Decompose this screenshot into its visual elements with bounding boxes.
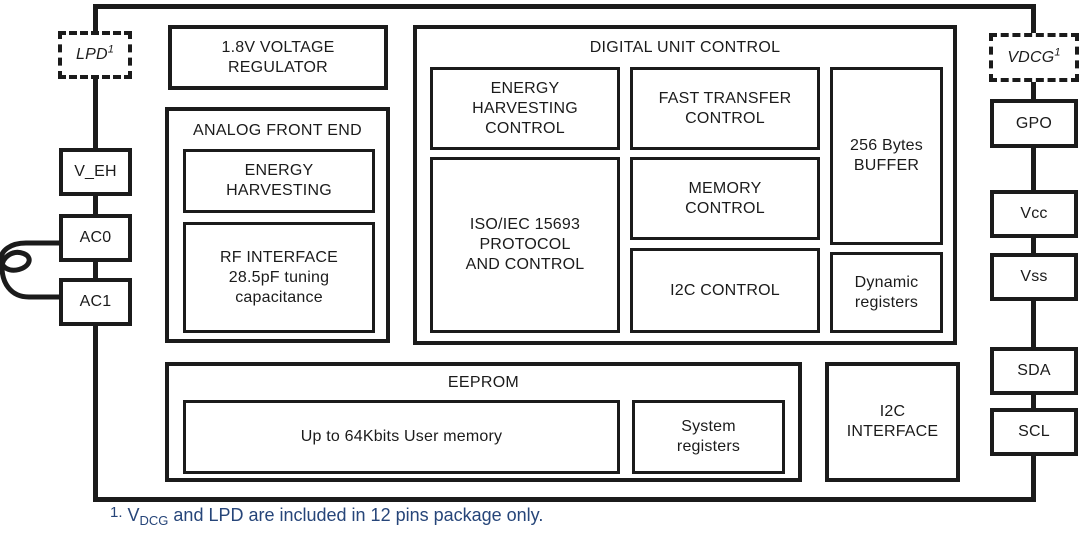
rf-interface-label: RF INTERFACE 28.5pF tuning capacitance: [220, 248, 338, 306]
pin-lpd: LPD1: [58, 31, 132, 79]
pin-scl: SCL: [990, 408, 1078, 456]
energy-harvesting-block: ENERGY HARVESTING: [183, 149, 375, 213]
pin-gpo: GPO: [990, 99, 1078, 148]
pin-lpd-label: LPD: [75, 46, 108, 63]
iso-protocol-block: ISO/IEC 15693 PROTOCOL AND CONTROL: [430, 157, 620, 333]
pin-vcc: Vcc: [990, 190, 1078, 238]
iso-protocol-label: ISO/IEC 15693 PROTOCOL AND CONTROL: [465, 216, 585, 273]
pin-vdcg-footnote-ref: 1: [1054, 46, 1061, 59]
system-registers-block: System registers: [632, 400, 785, 474]
pin-ac0: AC0: [59, 214, 132, 262]
pin-vcc-label: Vcc: [1020, 205, 1048, 222]
dynamic-registers-label: Dynamic registers: [854, 273, 919, 311]
pin-gpo-label: GPO: [1015, 114, 1053, 132]
pin-ac0-label: AC0: [79, 229, 112, 246]
footnote-marker: 1.: [110, 504, 123, 521]
buffer-label: 256 Bytes BUFFER: [850, 137, 923, 174]
digital-unit-control-title: DIGITAL UNIT CONTROL: [589, 39, 781, 56]
pin-ac1: AC1: [59, 278, 132, 326]
user-memory-block: Up to 64Kbits User memory: [183, 400, 620, 474]
i2c-interface-block: I2C INTERFACE: [825, 362, 960, 482]
rf-interface-block: RF INTERFACE 28.5pF tuning capacitance: [183, 222, 375, 333]
energy-harvesting-control-block: ENERGY HARVESTING CONTROL: [430, 67, 620, 150]
i2c-control-label: I2C CONTROL: [670, 281, 780, 299]
pin-sda: SDA: [990, 347, 1078, 395]
pin-v-eh-label: V_EH: [74, 163, 117, 180]
pin-sda-label: SDA: [1017, 362, 1051, 379]
pin-vss: Vss: [990, 253, 1078, 301]
pin-v-eh: V_EH: [59, 148, 132, 196]
pin-lpd-footnote-ref: 1: [107, 43, 115, 56]
eeprom-title: EEPROM: [447, 374, 520, 391]
fast-transfer-control-label: FAST TRANSFER CONTROL: [658, 89, 792, 127]
memory-control-label: MEMORY CONTROL: [685, 179, 765, 217]
pin-ac1-label: AC1: [79, 293, 112, 310]
energy-harvesting-label: ENERGY HARVESTING: [226, 162, 332, 199]
footnote-subscript: DCG: [139, 513, 169, 528]
analog-front-end-title: ANALOG FRONT END: [193, 122, 362, 139]
user-memory-label: Up to 64Kbits User memory: [300, 428, 503, 445]
footnote: 1. VDCG and LPD are included in 12 pins …: [110, 504, 810, 528]
pin-scl-label: SCL: [1018, 423, 1050, 440]
buffer-block: 256 Bytes BUFFER: [830, 67, 943, 245]
memory-control-block: MEMORY CONTROL: [630, 157, 820, 240]
pin-vss-label: Vss: [1020, 268, 1048, 285]
footnote-text-1: V: [122, 505, 140, 525]
energy-harvesting-control-label: ENERGY HARVESTING CONTROL: [472, 79, 578, 137]
dynamic-registers-block: Dynamic registers: [830, 252, 943, 333]
i2c-control-block: I2C CONTROL: [630, 248, 820, 333]
i2c-interface-label: I2C INTERFACE: [846, 403, 939, 440]
voltage-regulator-block: 1.8V VOLTAGE REGULATOR: [168, 25, 388, 90]
system-registers-label: System registers: [676, 418, 741, 455]
footnote-text-2: and LPD are included in 12 pins package …: [168, 505, 544, 525]
pin-vdcg-label: VDCG: [1007, 48, 1055, 66]
voltage-regulator-label: 1.8V VOLTAGE REGULATOR: [221, 38, 335, 76]
fast-transfer-control-block: FAST TRANSFER CONTROL: [630, 67, 820, 150]
pin-vdcg: VDCG1: [989, 33, 1079, 82]
